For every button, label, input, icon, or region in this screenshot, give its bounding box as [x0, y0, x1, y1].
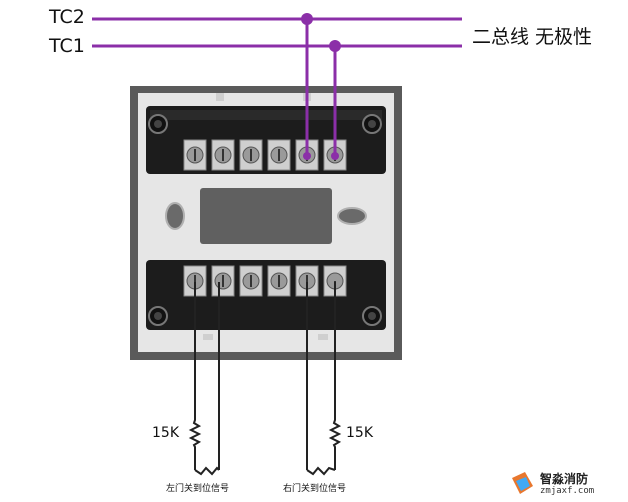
- right-door-signal-caption: 右门关到位信号: [283, 484, 347, 494]
- resistor-right-label: 15K: [346, 425, 373, 441]
- left-signal-wiring: [188, 282, 220, 476]
- left-door-signal-caption: 左门关到位信号: [166, 484, 230, 494]
- right-signal-wiring: [306, 282, 342, 476]
- top-terminals: [183, 139, 347, 171]
- tc2-terminal-dot: [303, 152, 311, 160]
- right-slot: [337, 207, 367, 225]
- resistor-left-label: 15K: [152, 425, 179, 441]
- tc2-label: TC2: [49, 6, 85, 28]
- center-window: [200, 188, 332, 244]
- bus-description-label: 二总线 无极性: [472, 26, 593, 48]
- left-slot: [165, 202, 185, 230]
- tc1-terminal-dot: [331, 152, 339, 160]
- tc1-label: TC1: [49, 35, 85, 57]
- tc2-junction-dot: [301, 13, 313, 25]
- tc1-junction-dot: [329, 40, 341, 52]
- module: [130, 86, 402, 360]
- logo-icon: [512, 472, 533, 494]
- bottom-terminal-block: [146, 260, 386, 330]
- logo-name: 智淼消防: [540, 472, 589, 486]
- logo-url: zmjaxf.com: [540, 486, 595, 496]
